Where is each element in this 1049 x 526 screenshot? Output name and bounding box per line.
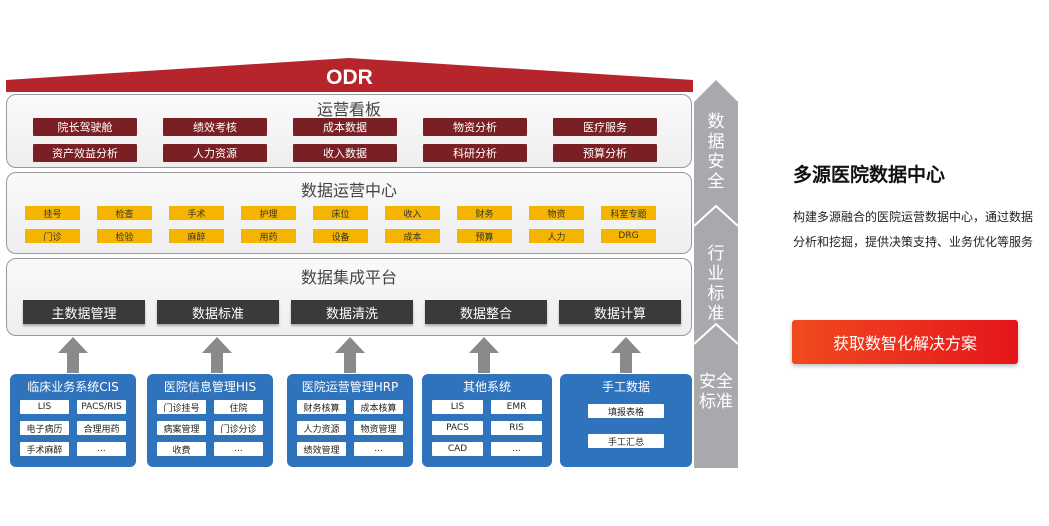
- up-arrow-icon: [335, 337, 365, 373]
- ops-board-item: 预算分析: [553, 144, 657, 162]
- source-title: 临床业务系统CIS: [27, 380, 119, 394]
- source-items: LIS EMR PACS RIS CAD...: [432, 400, 542, 456]
- ops-board-item: 医疗服务: [553, 118, 657, 136]
- source-item: 收费: [157, 442, 206, 456]
- ops-center-item: 护理: [241, 206, 296, 220]
- source-title: 医院信息管理HIS: [163, 380, 257, 394]
- source-items: 填报表格手工汇总: [588, 404, 664, 448]
- integration-item: 数据清洗: [291, 300, 413, 324]
- up-arrow-icon: [469, 337, 499, 373]
- integration-panel: 数据集成平台 主数据管理数据标准数据清洗数据整合数据计算: [6, 258, 692, 336]
- source-item: 成本核算: [354, 400, 403, 414]
- ops-board-panel: 运营看板 院长驾驶舱 绩效考核 成本数据 物资分析 医疗服务资产效益分析 人力资源 收入数据…: [6, 94, 692, 168]
- side-column: 数据安全 行业标准 安全标准: [694, 80, 738, 468]
- ops-center-item: 用药: [241, 229, 296, 243]
- source-items: 门诊挂号住院病案管理门诊分诊收费...: [157, 400, 263, 456]
- source-item: ...: [491, 442, 542, 456]
- source-item: CAD: [432, 442, 483, 456]
- side-label-industry-standard: 行业标准: [707, 244, 725, 324]
- source-item: LIS: [432, 400, 483, 414]
- ops-center-item: DRG: [601, 229, 656, 243]
- up-arrow-icon: [611, 337, 641, 373]
- source-item: 人力资源: [297, 421, 346, 435]
- source-block: 手工数据填报表格手工汇总: [560, 374, 692, 467]
- source-item: PACS: [432, 421, 483, 435]
- page-heading: 多源医院数据中心: [793, 164, 946, 186]
- source-block: 医院信息管理HIS 门诊挂号住院病案管理门诊分诊收费...: [147, 374, 273, 467]
- ops-board-item: 收入数据: [293, 144, 397, 162]
- source-item: 病案管理: [157, 421, 206, 435]
- source-title: 手工数据: [601, 380, 650, 394]
- source-item: PACS/RIS: [77, 400, 126, 414]
- ops-center-item: 预算: [457, 229, 512, 243]
- ops-board-item: 科研分析: [423, 144, 527, 162]
- source-item: 门诊挂号: [157, 400, 206, 414]
- ops-center-item: 门诊: [25, 229, 80, 243]
- integration-item: 数据整合: [425, 300, 547, 324]
- up-arrow-icon: [58, 337, 88, 373]
- integration-title: 数据集成平台: [300, 268, 397, 287]
- ops-center-item: 收入: [385, 206, 440, 220]
- source-item: EMR: [491, 400, 542, 414]
- source-item: 合理用药: [77, 421, 126, 435]
- source-item: 住院: [214, 400, 263, 414]
- source-block: 其他系统 LIS EMR PACS RIS CAD...: [422, 374, 552, 467]
- source-item: LIS: [20, 400, 69, 414]
- source-item: RIS: [491, 421, 542, 435]
- side-label-safety-standard: 安全标准: [699, 372, 733, 412]
- ops-board-title: 运营看板: [316, 100, 381, 119]
- ops-board-grid: 院长驾驶舱 绩效考核 成本数据 物资分析 医疗服务资产效益分析 人力资源 收入数据 科研分析 预…: [33, 118, 657, 162]
- up-arrow-icon: [202, 337, 232, 373]
- source-items: LIS PACS/RIS 电子病历合理用药手术麻醉...: [20, 400, 126, 456]
- ops-board-item: 资产效益分析: [33, 144, 137, 162]
- ops-center-item: 床位: [313, 206, 368, 220]
- integration-item: 主数据管理: [23, 300, 145, 324]
- source-item: 物资管理: [354, 421, 403, 435]
- source-item: 绩效管理: [297, 442, 346, 456]
- source-block: 医院运营管理HRP 财务核算成本核算人力资源物资管理绩效管理...: [287, 374, 413, 467]
- roof-title: ODR: [326, 66, 373, 89]
- source-item: ...: [77, 442, 126, 456]
- source-items: 财务核算成本核算人力资源物资管理绩效管理...: [297, 400, 403, 456]
- ops-center-item: 科室专题: [601, 206, 656, 220]
- integration-grid: 主数据管理数据标准数据清洗数据整合数据计算: [23, 300, 681, 324]
- page-description: 构建多源融合的医院运营数据中心，通过数据分析和挖掘，提供决策支持、业务优化等服务: [793, 210, 1034, 249]
- source-item: 门诊分诊: [214, 421, 263, 435]
- source-item: 手工汇总: [588, 434, 664, 448]
- source-item: ...: [354, 442, 403, 456]
- ops-center-item: 检查: [97, 206, 152, 220]
- side-label-data-security: 数据安全: [707, 112, 725, 192]
- integration-item: 数据计算: [559, 300, 681, 324]
- source-item: 手术麻醉: [20, 442, 69, 456]
- ops-center-item: 检验: [97, 229, 152, 243]
- source-title: 医院运营管理HRP: [301, 380, 399, 394]
- ops-center-item: 手术: [169, 206, 224, 220]
- ops-center-item: 设备: [313, 229, 368, 243]
- ops-board-item: 人力资源: [163, 144, 267, 162]
- ops-center-item: 财务: [457, 206, 512, 220]
- integration-item: 数据标准: [157, 300, 279, 324]
- ops-center-item: 麻醉: [169, 229, 224, 243]
- get-solution-button[interactable]: 获取数智化解决方案: [792, 320, 1018, 364]
- ops-center-item: 物资: [529, 206, 584, 220]
- ops-center-item: 挂号: [25, 206, 80, 220]
- ops-board-item: 院长驾驶舱: [33, 118, 137, 136]
- ops-board-item: 成本数据: [293, 118, 397, 136]
- ops-center-item: 成本: [385, 229, 440, 243]
- source-item: ...: [214, 442, 263, 456]
- source-item: 财务核算: [297, 400, 346, 414]
- ops-center-item: 人力: [529, 229, 584, 243]
- ops-center-grid: 挂号 检查 手术 护理 床位 收入 财务 物资 科室专题门诊 检验 麻醉 用药 设备 成本 预算 人力 DRG: [25, 206, 656, 243]
- odr-roof: ODR: [6, 58, 693, 92]
- ops-board-item: 物资分析: [423, 118, 527, 136]
- source-block: 临床业务系统CIS LIS PACS/RIS 电子病历合理用药手术麻醉...: [10, 374, 136, 467]
- source-item: 电子病历: [20, 421, 69, 435]
- source-title: 其他系统: [462, 380, 511, 394]
- ops-center-title: 数据运营中心: [300, 181, 397, 200]
- source-item: 填报表格: [588, 404, 664, 418]
- ops-board-item: 绩效考核: [163, 118, 267, 136]
- ops-center-panel: 数据运营中心 挂号 检查 手术 护理 床位 收入 财务 物资 科室专题门诊 检验 麻醉 用药 设备 成本 预…: [6, 172, 692, 254]
